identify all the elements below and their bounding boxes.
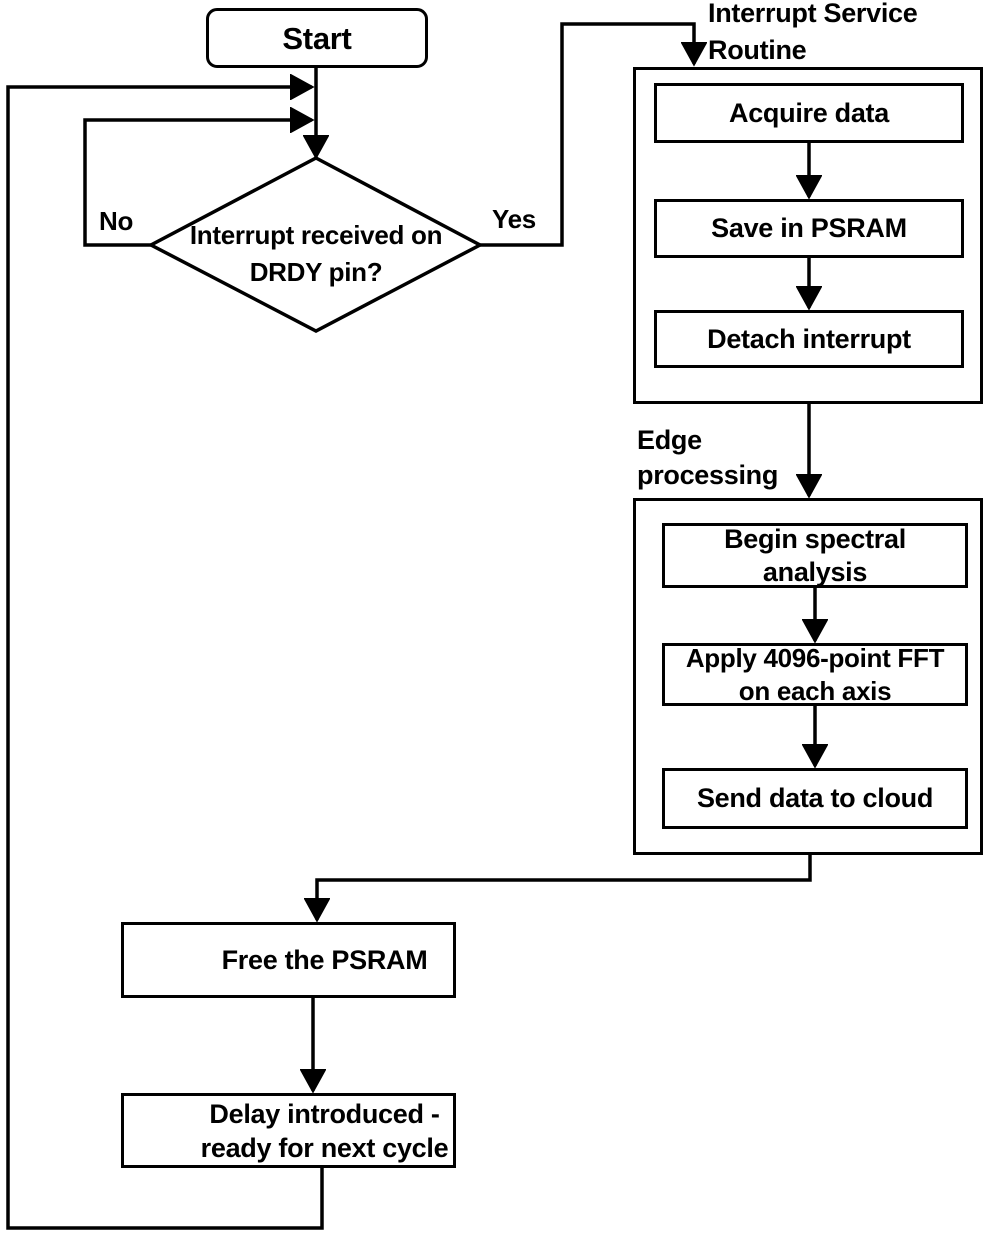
start-label: Start [282, 20, 352, 56]
node-delay: Delay introduced - ready for next cycle [121, 1093, 456, 1168]
isr-group-label-line1: Interrupt Service [708, 0, 918, 28]
node-free-psram: Free the PSRAM [121, 922, 456, 998]
connector-branch-yes [477, 22, 694, 247]
edge-group-label-line2: processing [637, 460, 779, 490]
begin-spectral-label-line2: analysis [762, 556, 868, 587]
save-psram-label: Save in PSRAM [711, 213, 907, 243]
branch-yes-label: Yes [492, 204, 536, 234]
detach-interrupt-label: Detach interrupt [707, 323, 911, 354]
connector-loop-main [6, 87, 324, 1230]
node-send-cloud: Send data to cloud [662, 768, 968, 829]
isr-group-label: Interrupt Service Routine [708, 0, 918, 69]
node-start: Start [206, 8, 428, 68]
edge-group-label: Edge processing [637, 423, 778, 493]
decision-label-line2: DRDY pin? [249, 257, 383, 287]
connector-edge-to-free [317, 853, 812, 918]
node-save-psram: Save in PSRAM [654, 199, 964, 258]
edge-group-label-line1: Edge [637, 425, 702, 455]
decision-label-line1: Interrupt received on [189, 220, 443, 250]
delay-label-line2: ready for next cycle [200, 1132, 449, 1163]
apply-fft-label-line2: on each axis [738, 675, 892, 706]
node-detach-interrupt: Detach interrupt [654, 310, 964, 368]
edge-container [633, 498, 983, 855]
decision-diamond [147, 156, 484, 333]
branch-no-label: No [99, 206, 134, 236]
begin-spectral-label-line1: Begin spectral [724, 523, 906, 554]
node-acquire-data: Acquire data [654, 83, 964, 143]
connector-loop-no [83, 120, 310, 247]
send-cloud-label: Send data to cloud [696, 783, 934, 813]
acquire-data-label: Acquire data [729, 97, 889, 128]
decision-label: Interrupt received on DRDY pin? [151, 217, 481, 291]
free-psram-label: Free the PSRAM [221, 944, 428, 975]
node-begin-spectral: Begin spectral analysis [662, 523, 968, 588]
isr-container [633, 67, 983, 404]
isr-group-label-line2: Routine [708, 35, 807, 65]
node-apply-fft: Apply 4096-point FFT on each axis [662, 643, 968, 706]
apply-fft-label-line1: Apply 4096-point FFT [685, 642, 945, 673]
delay-label-line1: Delay introduced - [209, 1098, 440, 1129]
